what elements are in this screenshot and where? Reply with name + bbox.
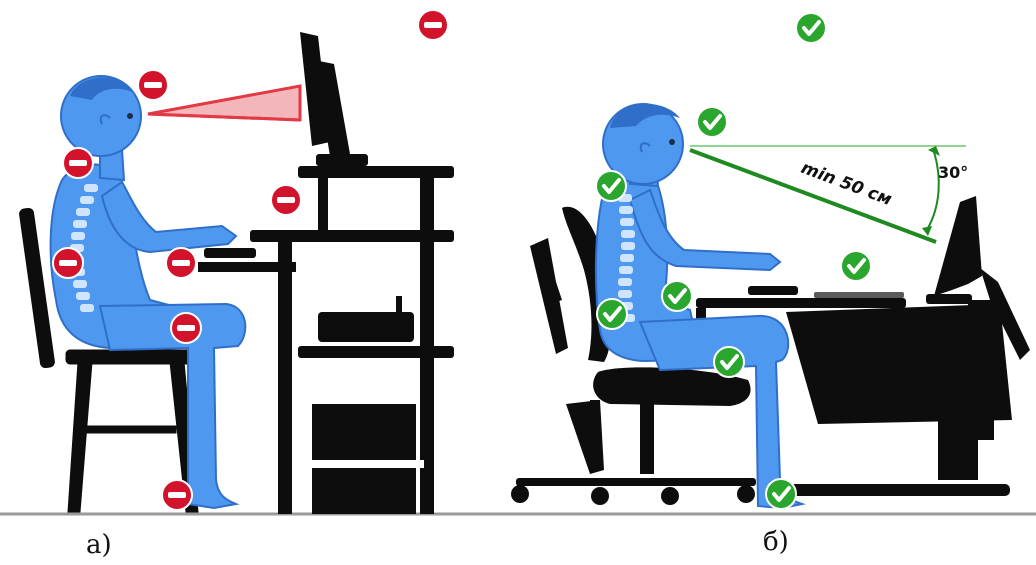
minus-circle-icon: [53, 248, 83, 278]
check-circle-icon: [766, 479, 796, 509]
minus-circle-icon: [166, 248, 196, 278]
minus-circle-icon: [171, 313, 201, 343]
minus-circle-icon: [162, 480, 192, 510]
check-circle-icon: [662, 281, 692, 311]
check-circle-icon: [597, 299, 627, 329]
good-posture-scene: min 50 см 30°: [511, 13, 1030, 509]
distance-label: min 50 см: [798, 158, 894, 210]
right-keyboard: [748, 286, 798, 295]
check-circle-icon: [796, 13, 826, 43]
check-circle-icon: [841, 251, 871, 281]
minus-circle-icon: [271, 185, 301, 215]
check-circle-icon: [596, 171, 626, 201]
caption-left: а): [86, 530, 112, 560]
minus-circle-icon: [418, 10, 448, 40]
minus-circle-icon: [63, 148, 93, 178]
angle-label: 30°: [938, 163, 968, 182]
caption-right: б): [763, 527, 789, 557]
left-monitor: [300, 32, 368, 166]
check-circle-icon: [714, 347, 744, 377]
bad-posture-scene: [19, 10, 454, 514]
left-keyboard: [204, 248, 256, 258]
angle-arrow-bottom: [922, 226, 932, 236]
minus-circle-icon: [138, 70, 168, 100]
check-circle-icon: [697, 107, 727, 137]
